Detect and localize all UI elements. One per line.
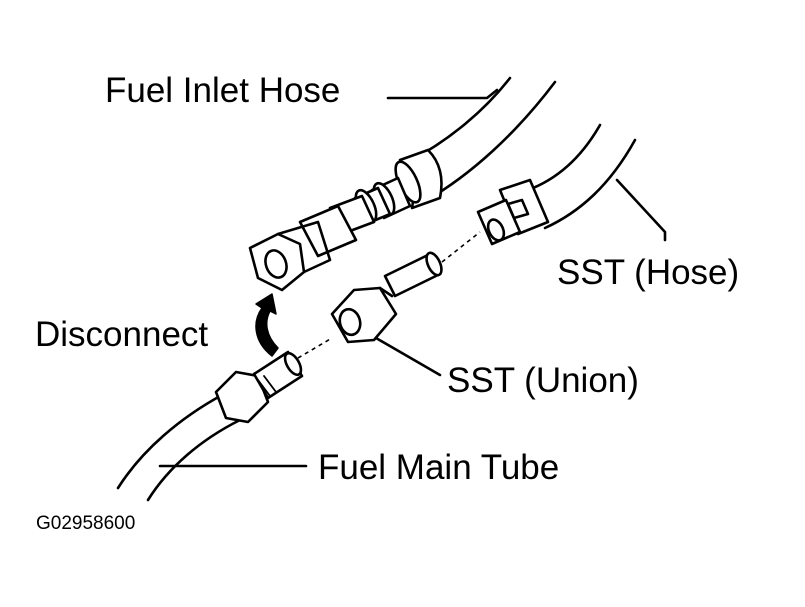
figure-code: G02958600	[36, 513, 136, 534]
sst-hose	[476, 123, 637, 246]
alignment-line-upper	[441, 231, 481, 263]
alignment-line-lower	[297, 337, 333, 359]
disconnect-label: Disconnect	[35, 315, 209, 354]
fuel-inlet-hose-label: Fuel Inlet Hose	[105, 71, 341, 110]
curved-arrow-up-icon	[255, 293, 279, 357]
fuel-main-tube	[116, 350, 304, 502]
sst-hose-leader	[615, 178, 667, 242]
sst-union-label: SST (Union)	[447, 361, 639, 400]
sst-union	[330, 251, 443, 344]
sst-union-leader	[374, 336, 442, 377]
inlet-hose-connector	[248, 176, 412, 292]
sst-hose-label: SST (Hose)	[557, 253, 740, 292]
fuel-inlet-hose-leader	[386, 88, 499, 100]
fuel-main-tube-label: Fuel Main Tube	[318, 448, 560, 487]
